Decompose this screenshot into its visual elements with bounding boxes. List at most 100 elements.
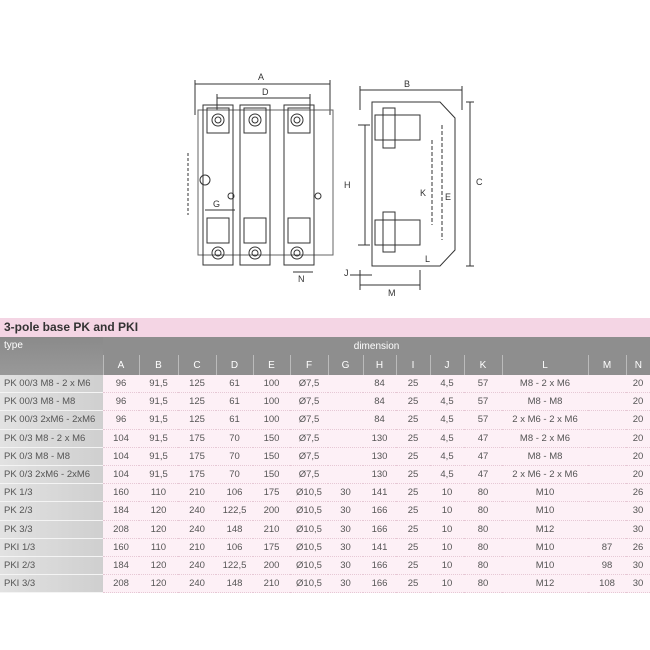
dimension-cell-d: 106	[216, 483, 253, 503]
dimension-header: dimension	[103, 337, 650, 355]
dimension-cell-i: 25	[396, 483, 430, 503]
dimension-cell-e: 175	[253, 538, 290, 557]
type-cell: PKI 3/3	[0, 574, 103, 594]
dimension-cell-n: 30	[626, 501, 650, 521]
dimension-cell-l: 2 x M6 - 2 x M6	[502, 410, 588, 430]
dimension-cell-h: 84	[363, 410, 396, 430]
dimension-cell-j: 10	[430, 538, 464, 557]
dimension-cell-d: 70	[216, 465, 253, 485]
dimension-cell-a: 96	[103, 392, 139, 412]
dimension-cell-b: 91,5	[139, 392, 178, 412]
dimension-cell-h: 130	[363, 429, 396, 448]
dimension-cell-d: 122,5	[216, 501, 253, 521]
column-header-k: K	[463, 355, 502, 375]
dimension-cell-l: 2 x M6 - 2 x M6	[502, 465, 588, 485]
dimension-cell-b: 91,5	[139, 410, 178, 430]
dimension-cell-h: 166	[363, 520, 396, 539]
dimension-cell-m: 98	[588, 556, 626, 576]
dimension-cell-k: 80	[464, 520, 502, 539]
dimension-cell-c: 175	[178, 465, 216, 485]
dimension-cell-m	[588, 483, 626, 503]
dimension-cell-i: 25	[396, 392, 430, 412]
dimension-cell-c: 240	[178, 574, 216, 594]
dimension-cell-a: 96	[103, 410, 139, 430]
dimension-cell-g: 30	[328, 538, 363, 557]
dimension-cell-a: 208	[103, 520, 139, 539]
column-header-j: J	[429, 355, 464, 375]
dimension-cell-b: 110	[139, 538, 178, 557]
dimension-cell-c: 240	[178, 520, 216, 539]
dimension-cell-h: 141	[363, 538, 396, 557]
dimension-cell-j: 10	[430, 520, 464, 539]
dimension-cell-a: 104	[103, 429, 139, 448]
dimension-cell-l: M8 - 2 x M6	[502, 429, 588, 448]
dimension-cell-e: 100	[253, 375, 290, 394]
dimension-cell-a: 184	[103, 556, 139, 576]
dimension-cell-m	[588, 520, 626, 539]
dimension-cell-b: 120	[139, 556, 178, 576]
column-header-g: G	[327, 355, 363, 375]
dimension-cell-f: Ø10,5	[290, 538, 328, 557]
dimension-cell-n: 30	[626, 556, 650, 576]
dimension-cell-i: 25	[396, 538, 430, 557]
dimension-cell-n: 20	[626, 447, 650, 466]
dimension-cell-k: 47	[464, 465, 502, 485]
dimension-cell-i: 25	[396, 410, 430, 430]
dimension-cell-c: 125	[178, 410, 216, 430]
dimension-cell-a: 160	[103, 483, 139, 503]
dimension-cell-n: 30	[626, 574, 650, 594]
dimension-cell-g: 30	[328, 574, 363, 594]
dimension-cell-c: 240	[178, 501, 216, 521]
dimension-cell-g: 30	[328, 501, 363, 521]
dimension-cell-k: 57	[464, 392, 502, 412]
dimension-cell-e: 100	[253, 392, 290, 412]
type-cell: PKI 2/3	[0, 556, 103, 576]
dimension-cell-d: 61	[216, 375, 253, 394]
dimension-cell-h: 130	[363, 447, 396, 466]
dimension-cell-f: Ø7,5	[290, 447, 328, 466]
dimension-cell-d: 106	[216, 538, 253, 557]
dimension-cell-f: Ø10,5	[290, 574, 328, 594]
label-M: M	[388, 288, 396, 298]
column-header-n: N	[625, 355, 650, 375]
dimension-cell-k: 80	[464, 574, 502, 594]
type-cell: PK 2/3	[0, 501, 103, 521]
dimension-cell-h: 84	[363, 375, 396, 394]
dimension-cell-l: M8 - M8	[502, 392, 588, 412]
dimension-cell-b: 120	[139, 520, 178, 539]
dimension-cell-m	[588, 429, 626, 448]
dimension-cell-e: 200	[253, 556, 290, 576]
dimension-cell-j: 10	[430, 556, 464, 576]
dimension-cell-b: 91,5	[139, 447, 178, 466]
dimension-cell-l: M10	[502, 483, 588, 503]
dimension-cell-f: Ø10,5	[290, 520, 328, 539]
label-G: G	[213, 199, 220, 209]
dimension-cell-c: 210	[178, 483, 216, 503]
dimension-cell-m	[588, 465, 626, 485]
type-cell: PK 1/3	[0, 483, 103, 503]
dimension-cell-l: M8 - 2 x M6	[502, 375, 588, 394]
column-header-f: F	[289, 355, 328, 375]
dimension-cell-n: 26	[626, 538, 650, 557]
dimension-cell-e: 210	[253, 574, 290, 594]
dimension-cell-m	[588, 410, 626, 430]
dimension-cell-f: Ø7,5	[290, 410, 328, 430]
dimension-cell-n: 20	[626, 429, 650, 448]
dimension-cell-c: 175	[178, 429, 216, 448]
dimension-cell-i: 25	[396, 574, 430, 594]
dimension-cell-a: 104	[103, 447, 139, 466]
dimension-cell-l: M8 - M8	[502, 447, 588, 466]
type-cell: PK 0/3 M8 - M8	[0, 447, 103, 466]
dimension-cell-m	[588, 375, 626, 394]
dimension-cell-a: 160	[103, 538, 139, 557]
dimension-cell-f: Ø10,5	[290, 483, 328, 503]
column-header-c: C	[177, 355, 216, 375]
dimension-cell-g: 30	[328, 556, 363, 576]
dimension-cell-m	[588, 392, 626, 412]
dimension-cell-g: 30	[328, 483, 363, 503]
dimension-cell-n: 30	[626, 520, 650, 539]
